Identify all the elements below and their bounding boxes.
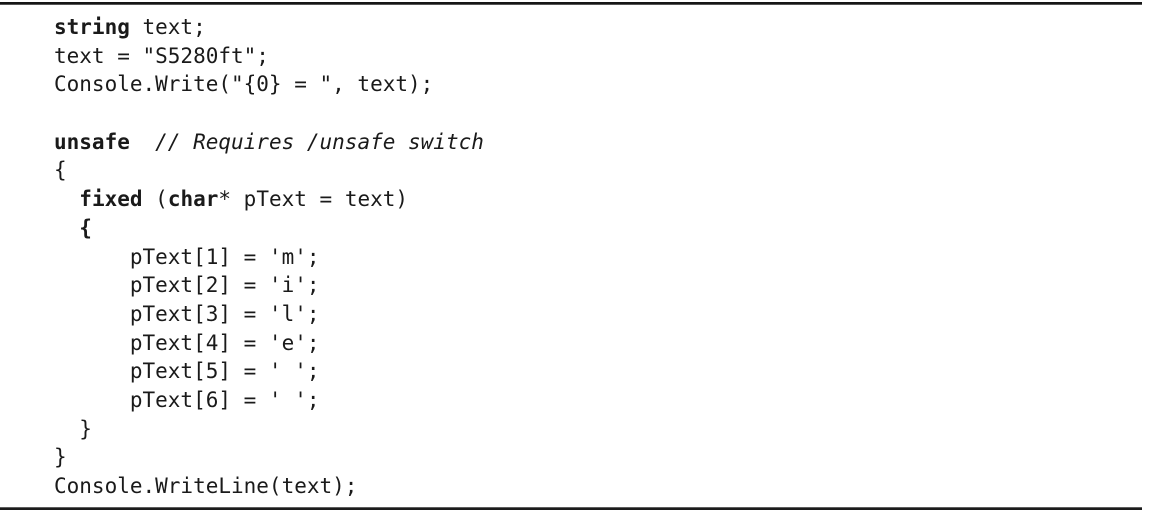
code-text: ( bbox=[142, 187, 168, 212]
code-text bbox=[54, 216, 79, 240]
code-text: pText[4] = 'e'; bbox=[54, 330, 320, 355]
code-text: } bbox=[54, 445, 67, 470]
code-line: Console.WriteLine(text); bbox=[54, 472, 484, 501]
code-text bbox=[54, 187, 79, 211]
code-line: } bbox=[54, 415, 484, 444]
code-line: text = "S5280ft"; bbox=[54, 42, 484, 71]
code-keyword: string bbox=[54, 15, 130, 39]
code-line: { bbox=[54, 156, 484, 185]
code-text bbox=[130, 130, 155, 154]
code-line: string text; bbox=[54, 13, 484, 42]
code-line: } bbox=[54, 443, 484, 472]
code-line: fixed (char* pText = text) bbox=[54, 185, 484, 214]
code-line: pText[6] = ' '; bbox=[54, 386, 484, 415]
code-text: text; bbox=[129, 15, 206, 39]
code-comment: // Requires /unsafe switch bbox=[155, 129, 484, 154]
code-text: pText[1] = 'm'; bbox=[54, 244, 320, 269]
code-keyword: char bbox=[167, 187, 219, 212]
code-line: pText[2] = 'i'; bbox=[54, 271, 484, 300]
code-text: } bbox=[54, 416, 92, 441]
code-keyword: { bbox=[79, 215, 92, 240]
top-rule bbox=[0, 2, 1142, 5]
code-line: pText[5] = ' '; bbox=[54, 357, 484, 386]
code-text: pText[6] = ' '; bbox=[54, 387, 320, 412]
bottom-rule bbox=[0, 507, 1142, 510]
code-line: pText[3] = 'l'; bbox=[54, 300, 484, 329]
code-text: Console.Write("{0} = ", text); bbox=[54, 72, 434, 97]
code-text: pText[3] = 'l'; bbox=[54, 301, 320, 326]
code-text: pText[5] = ' '; bbox=[54, 359, 320, 384]
code-text: Console.WriteLine(text); bbox=[54, 474, 358, 498]
code-text: pText[2] = 'i'; bbox=[54, 273, 320, 298]
code-line: { bbox=[54, 214, 484, 243]
code-line: pText[4] = 'e'; bbox=[54, 329, 484, 358]
code-line: pText[1] = 'm'; bbox=[54, 243, 484, 272]
code-block: string text;text = "S5280ft";Console.Wri… bbox=[54, 13, 484, 501]
code-text: text = "S5280ft"; bbox=[54, 43, 269, 68]
code-text: { bbox=[54, 158, 67, 183]
code-keyword: fixed bbox=[79, 187, 143, 212]
code-line bbox=[54, 99, 484, 128]
code-line: Console.Write("{0} = ", text); bbox=[54, 70, 484, 99]
code-text: * pText = text) bbox=[218, 187, 409, 212]
code-line: unsafe // Requires /unsafe switch bbox=[54, 128, 484, 157]
code-keyword: unsafe bbox=[54, 129, 130, 154]
